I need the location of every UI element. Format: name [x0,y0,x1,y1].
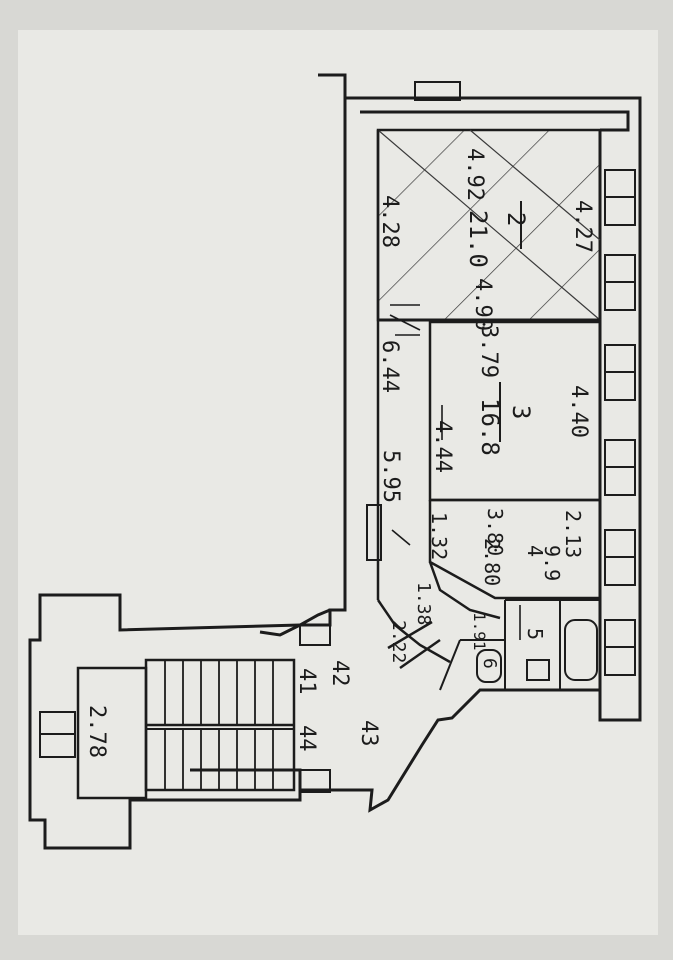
landing-42: 42 [327,660,352,687]
room-4-number: 4 [523,545,547,557]
landing-door-top [299,624,331,646]
room-4 [428,498,602,600]
room-2 [376,128,602,322]
landing-44: 44 [294,725,319,752]
room-3-number: 3 [507,405,535,419]
landing-41: 41 [294,668,319,695]
corridor-dim-b: 2.22 [388,620,409,663]
corridor-dim-a: 1.38 [413,582,434,625]
wc-area [439,639,505,691]
stairwell [28,593,345,850]
room-2-dim-top: 4.92 [462,148,487,201]
room-2-dim-left: 4.28 [377,195,402,248]
room-3-area: 16.8 [476,398,504,456]
room-2-hatch-b [469,129,601,241]
stair-treads [164,660,274,790]
wall-outline-apartment [190,73,642,813]
toilet [476,649,502,683]
bath-dim: 1.91 [470,612,489,651]
dimension-ticks [389,304,521,640]
vent-box [414,81,461,101]
corridor-niche [366,504,382,561]
wall-left-corridor [259,98,347,637]
room-2-dim-bottom: 4.90 [470,278,495,331]
room-2-number: 2 [502,212,530,226]
wc-number: 6 [479,658,500,669]
room-4-dim-top: 3.80 [483,508,507,556]
room-2-hatch-a [377,129,601,321]
stair-dim: 2.78 [84,705,109,758]
labels: 4.92 4.27 4.28 4.90 2 21.0 3.79 4.40 6.4… [84,148,595,758]
room-3-dim-top: 3.79 [476,325,501,378]
corridor-walls [376,561,501,670]
room-4-dim-left: 1.32 [427,512,451,560]
bath-number: 5 [523,628,547,640]
bath-area [504,599,600,690]
room-3-dim-corridor: 6.44 [377,340,402,393]
room-4-dim-bottom: 2.80 [480,538,504,586]
wall-top-inner [360,110,630,132]
bathtub [564,619,598,681]
landing-door-bottom [299,769,331,793]
sink [526,659,550,681]
room-4-walls [428,498,602,600]
room-2-dim-right: 4.27 [570,200,595,253]
room-2-area: 21.0 [464,210,492,268]
landing-43: 43 [356,720,381,747]
room-4-dim-right: 2.13 [561,510,585,558]
windows [604,169,636,676]
room-4-area: 9.9 [540,545,564,581]
corridor-dim-length: 5.95 [378,450,403,503]
room-3-dim-right: 4.40 [566,385,591,438]
